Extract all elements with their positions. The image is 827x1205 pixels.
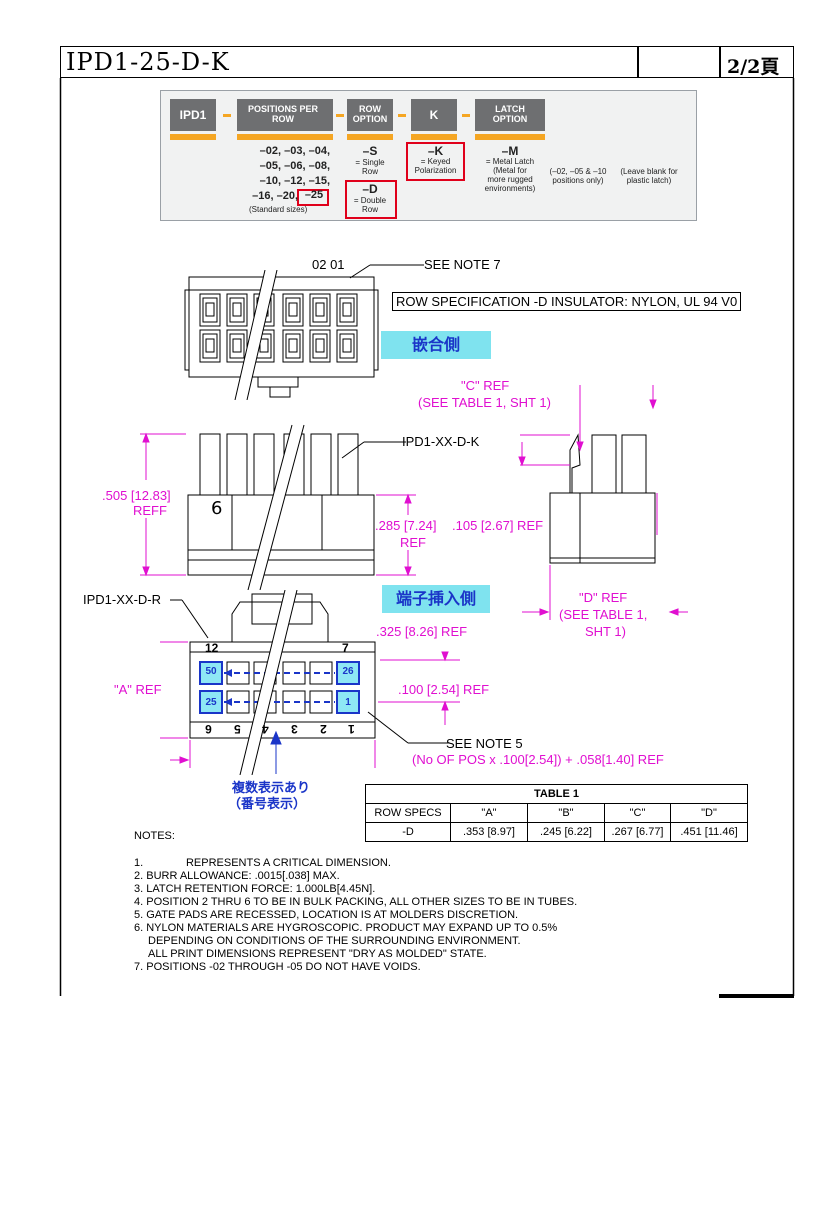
note-item: 7. POSITIONS -02 THROUGH -05 DO NOT HAVE… — [134, 961, 421, 973]
title-block — [60, 46, 794, 78]
code-box-latch-option: LATCH OPTION — [492, 104, 528, 124]
note-item: 4. POSITION 2 THRU 6 TO BE IN BULK PACKI… — [134, 896, 578, 908]
page-number: 2/2頁 — [727, 56, 780, 78]
title-divider — [719, 46, 721, 78]
dim-105: .105 [2.67] REF — [452, 518, 544, 533]
bottom-num-7: 7 — [342, 641, 349, 655]
k-code: –K — [427, 144, 444, 158]
length-formula: (No OF POS x .100[2.54]) + .058[1.40] RE… — [412, 752, 664, 767]
top-view-drawing — [184, 270, 379, 400]
multi-display-note: 複数表示あり — [232, 781, 311, 796]
d-ref-label: "D" REF — [579, 590, 628, 605]
row-d-code: –D — [362, 182, 378, 196]
pin-25: 25 — [205, 697, 217, 708]
part-label-k: IPD1-XX-D-K — [402, 434, 480, 449]
d-ref-sht: SHT 1) — [585, 624, 626, 639]
leader-part-r — [170, 599, 209, 639]
pin-26: 26 — [342, 666, 354, 677]
note-item: 1. REPRESENTS A CRITICAL DIMENSION. — [134, 857, 391, 869]
note-item: ALL PRINT DIMENSIONS REPRESENT "DRY AS M… — [148, 948, 487, 960]
table-cell: -D — [365, 822, 451, 842]
table-cell: .353 [8.97] — [450, 822, 528, 842]
table-header: "D" — [670, 803, 748, 823]
note-item: 3. LATCH RETENTION FORCE: 1.000LB[4.45N]… — [134, 883, 376, 895]
m-code: –M — [501, 144, 519, 158]
table-header: ROW SPECS — [365, 803, 451, 823]
table-cell: .451 [11.46] — [670, 822, 748, 842]
table-1: TABLE 1 ROW SPECS "A" "B" "C" "D" -D .35… — [365, 784, 748, 842]
dim-285-ref: REF — [400, 535, 426, 550]
a-ref-label: "A" REF — [114, 682, 162, 697]
notes-section: NOTES: 1. REPRESENTS A CRITICAL DIMENSIO… — [134, 830, 577, 974]
part-number-key — [160, 90, 697, 221]
c-ref-note: (SEE TABLE 1, SHT 1) — [418, 395, 551, 410]
part-label-r: IPD1-XX-D-R — [83, 592, 162, 607]
d-ref-note: (SEE TABLE 1, — [559, 607, 648, 622]
row-specification: ROW SPECIFICATION -D INSULATOR: NYLON, U… — [392, 292, 742, 311]
side-profile-drawing — [518, 385, 688, 620]
note-item: 5. GATE PADS ARE RECESSED, LOCATION IS A… — [134, 909, 519, 921]
leader-part-k — [341, 441, 406, 459]
table-title: TABLE 1 — [365, 784, 748, 804]
positions-note: (Standard sizes) — [249, 205, 308, 214]
table-header-row: ROW SPECS "A" "B" "C" "D" — [365, 803, 748, 823]
leader-note7 — [349, 264, 424, 279]
bottom-view-drawing — [160, 590, 460, 775]
note-item: 2. BURR ALLOWANCE: .0015[.038] MAX. — [134, 870, 340, 882]
table-header: "B" — [527, 803, 605, 823]
dim-100: .100 [2.54] REF — [398, 682, 490, 697]
code-box-positions: POSITIONS PER ROW — [247, 104, 318, 124]
front-digit-6: 6 — [211, 498, 223, 519]
front-view-drawing — [140, 424, 416, 590]
positions-list: –02, –03, –04, –05, –06, –08, –10, –12, … — [252, 145, 330, 202]
pin-50: 50 — [205, 666, 217, 677]
table-title-row: TABLE 1 — [365, 784, 748, 804]
dim-325: .325 [8.26] REF — [376, 624, 468, 639]
table-cell: .267 [6.77] — [604, 822, 671, 842]
position-labels: 02 01 — [312, 257, 345, 272]
mating-side-label: 嵌合側 — [381, 331, 491, 359]
code-box-row-option: ROW OPTION — [352, 104, 388, 124]
note-item: 6. NYLON MATERIALS ARE HYGROSCOPIC. PROD… — [134, 922, 558, 934]
pin-1: 1 — [345, 697, 351, 708]
dim-505: .505 [12.83] — [102, 488, 171, 503]
row-s-code: –S — [362, 144, 378, 158]
drawing-title: IPD1-25-D-K — [66, 48, 230, 76]
notes-title: NOTES: — [134, 830, 175, 842]
leader-note5 — [367, 711, 450, 744]
see-note-7: SEE NOTE 7 — [424, 257, 501, 272]
table-header: "C" — [604, 803, 671, 823]
title-divider — [637, 46, 639, 78]
code-box-ipd1: IPD1 — [179, 108, 207, 122]
bottom-position-numbers: 6 5 4 3 2 1 — [205, 722, 355, 736]
note-item: DEPENDING ON CONDITIONS OF THE SURROUNDI… — [148, 935, 521, 947]
code-box-k: K — [429, 108, 439, 122]
table-header: "A" — [450, 803, 528, 823]
dim-285: .285 [7.24] — [375, 518, 437, 533]
table-row: -D .353 [8.97] .245 [6.22] .267 [6.77] .… — [365, 822, 748, 842]
multi-display-note-sub: （番号表示） — [228, 797, 307, 812]
dim-reff: REFF — [133, 503, 167, 518]
see-note-5: SEE NOTE 5 — [446, 736, 523, 751]
insert-side-label: 端子挿入側 — [382, 585, 490, 613]
positions-selected: –25 — [304, 189, 324, 201]
c-ref-label: "C" REF — [461, 378, 510, 393]
bottom-num-12: 12 — [205, 641, 219, 655]
